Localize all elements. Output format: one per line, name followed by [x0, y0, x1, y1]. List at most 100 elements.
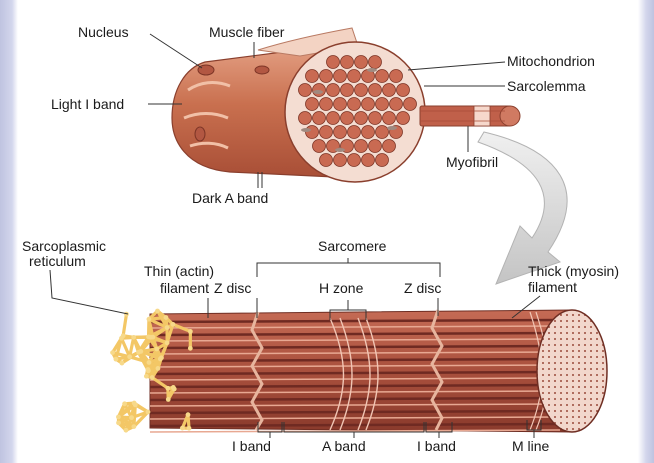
mitochondrion-shape: [301, 128, 311, 132]
reticulum-node: [186, 412, 191, 417]
label-h-zone: H zone: [319, 280, 364, 296]
myofibril-circle: [313, 140, 326, 153]
myofibril-circle: [369, 56, 382, 69]
reticulum-node: [131, 424, 136, 429]
myofibril-circle: [369, 84, 382, 97]
reticulum-node: [129, 415, 134, 420]
reticulum-node: [166, 397, 171, 402]
reticulum-node: [121, 333, 126, 338]
label-myofibril: Myofibril: [446, 154, 498, 170]
reticulum-node: [146, 367, 151, 372]
reticulum-strand: [123, 314, 126, 336]
reticulum-node: [147, 360, 152, 365]
myofibril-circle: [299, 84, 312, 97]
myofibril-circle: [334, 98, 347, 111]
reticulum-node: [127, 354, 132, 359]
myofibril-illustration: [110, 309, 607, 433]
myofibril-circle: [341, 112, 354, 125]
label-thick-filament-2: filament: [528, 279, 577, 295]
myofibril-circle: [383, 112, 396, 125]
mitochondrion-shape: [313, 90, 323, 94]
label-muscle-fiber: Muscle fiber: [209, 24, 285, 40]
label-sarcomere: Sarcomere: [318, 238, 387, 254]
reticulum-node: [165, 325, 170, 330]
reticulum-node: [132, 401, 137, 406]
label-light-i-band: Light I band: [51, 96, 124, 112]
myofibril-end-cap: [537, 310, 607, 432]
myofibril-circle: [362, 154, 375, 167]
myofibril-circle: [334, 126, 347, 139]
reticulum-node: [188, 329, 193, 334]
myofibril-circle: [327, 84, 340, 97]
label-dark-a-band: Dark A band: [192, 190, 268, 206]
myofibril-circle: [306, 98, 319, 111]
label-sarcoplasmic: Sarcoplasmic: [22, 238, 106, 254]
reticulum-node: [124, 428, 129, 433]
label-thin-filament-1: Thin (actin): [144, 263, 214, 279]
label-i-band-right: I band: [417, 438, 456, 454]
reticulum-node: [131, 335, 136, 340]
label-i-band-left: I band: [232, 438, 271, 454]
reticulum-node: [165, 386, 170, 391]
reticulum-node: [165, 340, 170, 345]
reticulum-node: [180, 426, 185, 431]
myofibril-circle: [299, 112, 312, 125]
myofibril-circle: [320, 98, 333, 111]
myofibril-circle: [348, 126, 361, 139]
myofibril-circle: [369, 140, 382, 153]
myofibril-circle: [404, 98, 417, 111]
label-mitochondrion: Mitochondrion: [507, 53, 595, 69]
reticulum-node: [110, 350, 115, 355]
myofibril-circle: [341, 84, 354, 97]
reticulum-node: [114, 357, 119, 362]
myofibril-circle: [355, 84, 368, 97]
myofibril-circle: [327, 112, 340, 125]
myofibril-circle: [306, 70, 319, 83]
label-z-disc-left: Z disc: [214, 280, 251, 296]
reticulum-node: [146, 410, 151, 415]
reticulum-node: [187, 426, 192, 431]
myofibril-circle: [362, 98, 375, 111]
label-reticulum: reticulum: [29, 253, 86, 269]
myofibril-circle: [313, 112, 326, 125]
myofibril-circle: [362, 126, 375, 139]
reticulum-node: [150, 375, 155, 380]
myofibril-circle: [355, 56, 368, 69]
myofibril-circle: [327, 56, 340, 69]
reticulum-node: [116, 415, 121, 420]
myofibril-circle: [348, 154, 361, 167]
myofibril-circle: [376, 126, 389, 139]
reticulum-node: [155, 309, 160, 314]
reticulum-node: [144, 374, 149, 379]
myofibril-circle: [348, 98, 361, 111]
reticulum-node: [136, 350, 141, 355]
reticulum-node: [156, 366, 161, 371]
reticulum-node: [120, 361, 125, 366]
myofibril-shape: [420, 106, 510, 126]
reticulum-node: [122, 401, 127, 406]
label-nucleus: Nucleus: [78, 24, 129, 40]
myofibril-circle: [376, 154, 389, 167]
myofibril-circle: [397, 112, 410, 125]
reticulum-node: [171, 322, 176, 327]
myofibril-circle: [320, 126, 333, 139]
label-thin-filament-2: filament: [160, 280, 209, 296]
mitochondrion-shape: [335, 148, 345, 152]
myofibril-circle: [390, 70, 403, 83]
label-m-line: M line: [512, 438, 550, 454]
reticulum-node: [164, 315, 169, 320]
myofibril-circle: [313, 84, 326, 97]
reticulum-node: [147, 317, 152, 322]
label-a-band: A band: [322, 438, 366, 454]
myofibril-circle: [376, 70, 389, 83]
label-sarcolemma: Sarcolemma: [507, 78, 586, 94]
myofibril-circle: [320, 70, 333, 83]
mitochondrion-shape: [387, 126, 397, 130]
reticulum-node: [116, 420, 121, 425]
myofibril-circle: [306, 126, 319, 139]
myofibril-circle: [341, 56, 354, 69]
reticulum-node: [154, 347, 159, 352]
myofibril-circle: [334, 70, 347, 83]
